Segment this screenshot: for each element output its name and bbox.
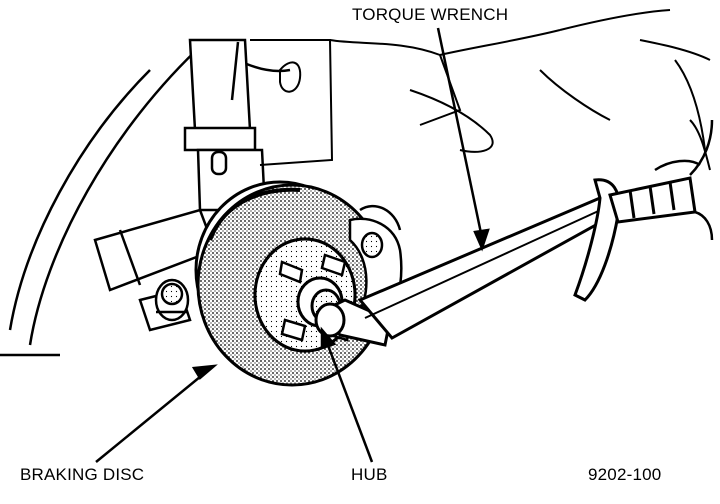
label-braking-disc: BRAKING DISC bbox=[20, 465, 145, 484]
braking-disc bbox=[194, 180, 388, 387]
label-torque-wrench: TORQUE WRENCH bbox=[352, 5, 509, 24]
hand bbox=[654, 119, 714, 241]
upper-body-panels bbox=[250, 9, 711, 171]
leader-line-hub bbox=[320, 326, 374, 463]
ball-joint-nut bbox=[154, 278, 190, 322]
torque-wrench bbox=[314, 176, 697, 347]
figure-number: 9202-100 bbox=[588, 465, 662, 484]
strut-assembly bbox=[183, 38, 267, 212]
leader-line-braking-disc bbox=[95, 364, 218, 463]
label-hub: HUB bbox=[351, 465, 388, 484]
leader-line-torque-wrench bbox=[436, 27, 490, 252]
